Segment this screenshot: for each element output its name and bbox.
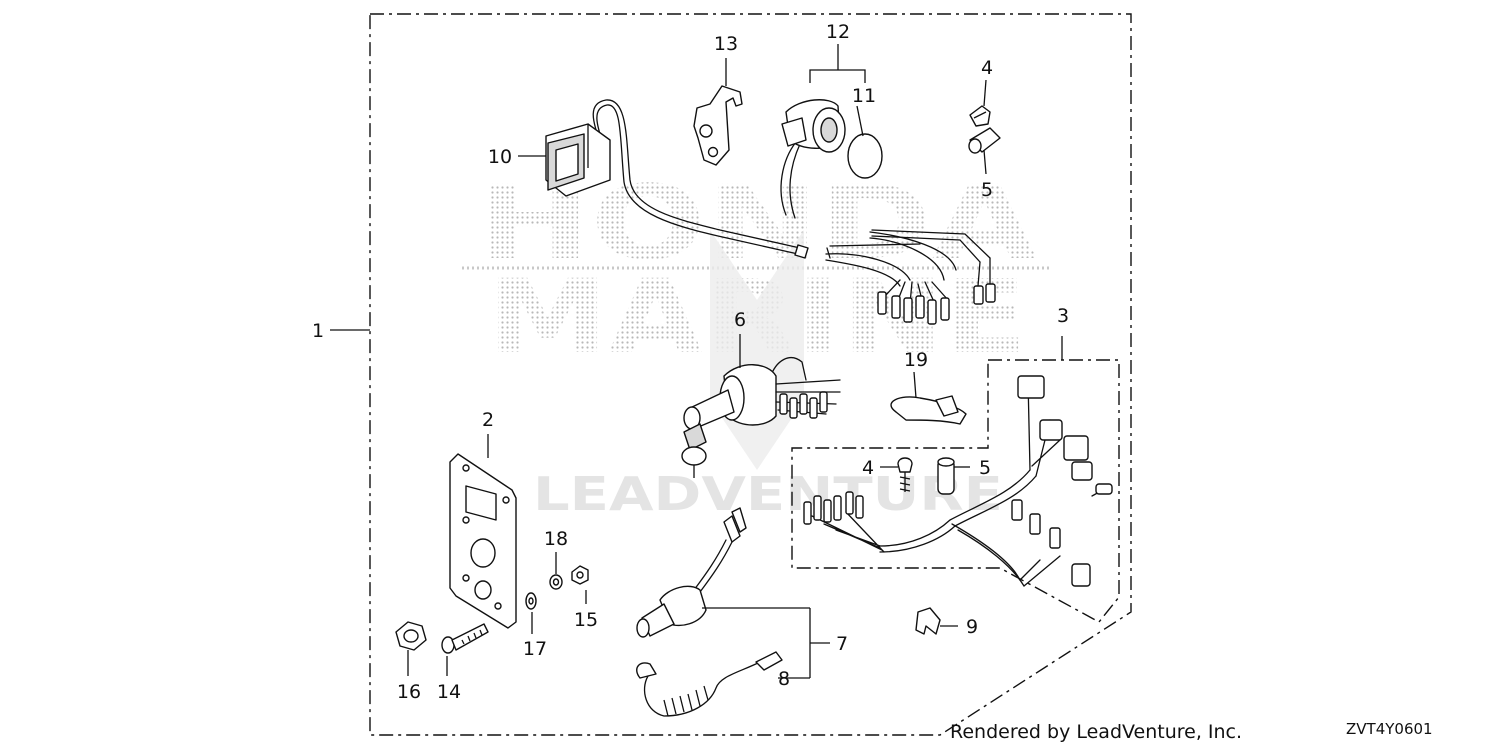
watermark-dealer: LEADVENTURE [533,467,1003,521]
watermark: HONDA MARINE LEADVENTURE [462,164,1052,521]
callouts: 1 2 3 4 5 4 5 6 7 8 9 10 11 12 13 14 15 … [312,21,1069,703]
callout-11: 11 [852,85,876,107]
diagram-code: ZVT4Y0601 [1346,720,1433,738]
callout-6: 6 [734,309,746,331]
lanyard-part-8 [636,651,783,717]
callout-1: 1 [312,320,324,342]
clamp-part-19 [890,395,967,425]
callout-2: 2 [482,409,494,431]
callout-15: 15 [574,609,598,631]
stop-switch-part-7 [636,507,747,638]
callout-5-lower: 5 [979,457,991,479]
nut-part-15 [571,565,589,585]
assembly-boundary [369,13,1132,736]
screw-part-4-top [969,105,991,127]
callout-18: 18 [544,528,568,550]
callout-16: 16 [397,681,421,703]
switch-part-10 [545,99,809,259]
callout-14: 14 [437,681,461,703]
callout-3: 3 [1057,305,1069,327]
cover-part-11 [847,133,883,179]
screw-part-4-lower [897,457,913,492]
washer-part-18 [549,574,563,590]
washer-part-17 [525,592,537,610]
callout-10: 10 [488,146,512,168]
callout-12: 12 [826,21,850,43]
callout-19: 19 [904,349,928,371]
callout-5-top: 5 [981,179,993,201]
leader-lines [330,44,1063,679]
ignition-switch-part-6 [681,357,841,478]
nut-part-16 [395,621,427,651]
bracket-part-13 [693,85,743,166]
callout-4-lower: 4 [862,457,874,479]
clip-part-9 [915,607,941,635]
callout-bracket-12 [809,69,866,83]
sleeve-part-5-lower [937,457,955,495]
callout-4-top: 4 [981,57,993,79]
callout-9: 9 [966,616,978,638]
panel-part-2 [449,453,517,629]
harness-boundary [791,359,1120,623]
callout-7: 7 [836,633,848,655]
callout-8: 8 [778,668,790,690]
sleeve-part-5-top [968,127,1001,154]
render-credit: Rendered by LeadVenture, Inc. [950,721,1242,743]
sub-harness-part-3 [803,375,1113,587]
callout-17: 17 [523,638,547,660]
callout-13: 13 [714,33,738,55]
bolt-part-14 [441,623,489,654]
buzzer-part-12 [780,99,921,259]
harness-terminals-upper [825,229,996,325]
